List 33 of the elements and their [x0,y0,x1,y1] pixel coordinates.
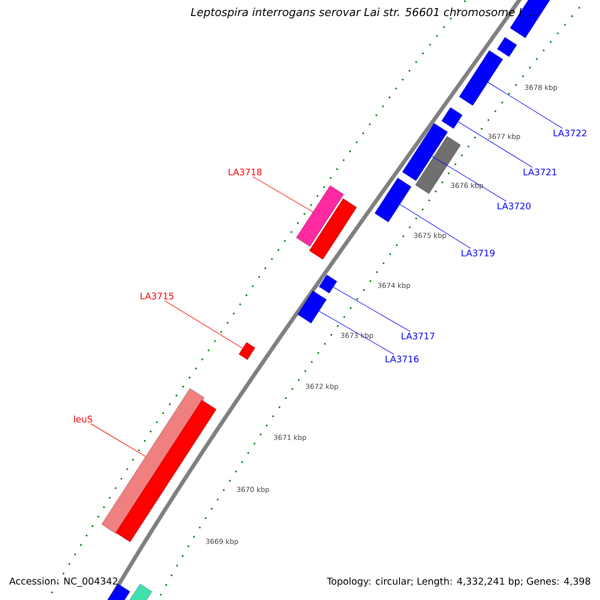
gene-label: LA3718 [228,168,262,176]
gene-feature [442,107,462,129]
accession-text: Accession: NC_004342 [9,577,118,587]
leader-line [318,310,394,355]
gene-feature [128,584,152,600]
gene-label: leuS [74,416,92,422]
gene-feature [296,185,344,247]
gene-feature [497,37,517,57]
gene-feature [374,178,412,222]
topology-text: Topology: circular; Length: 4,332,241 bp; Genes: 4,398 [326,577,590,587]
gene-feature [297,290,327,324]
gene-feature [238,342,256,360]
gene-label: LA3716 [386,356,419,362]
leader-line [432,156,507,202]
gene-label: LA3720 [498,202,531,210]
gene-feature [459,50,503,106]
leader-line [90,423,146,457]
leader-line [164,300,243,349]
leader-line [252,176,314,212]
leader-line [488,82,563,129]
gene-label: LA3719 [462,250,494,256]
gene-label: LA3715 [140,292,174,300]
map-title: Leptospira interrogans serovar Lai str. 56601 chromosome I, ... [190,8,538,18]
leader-line [333,286,410,332]
leader-line [400,204,471,249]
gene-label: LA3717 [402,332,434,340]
gene-feature [309,198,357,260]
gene-label: LA3722 [554,130,586,136]
gene-label: LA3721 [524,168,556,176]
leader-line [458,121,533,168]
gene-feature [318,274,338,294]
gene-feature [402,123,448,181]
gene-feature [102,388,204,534]
